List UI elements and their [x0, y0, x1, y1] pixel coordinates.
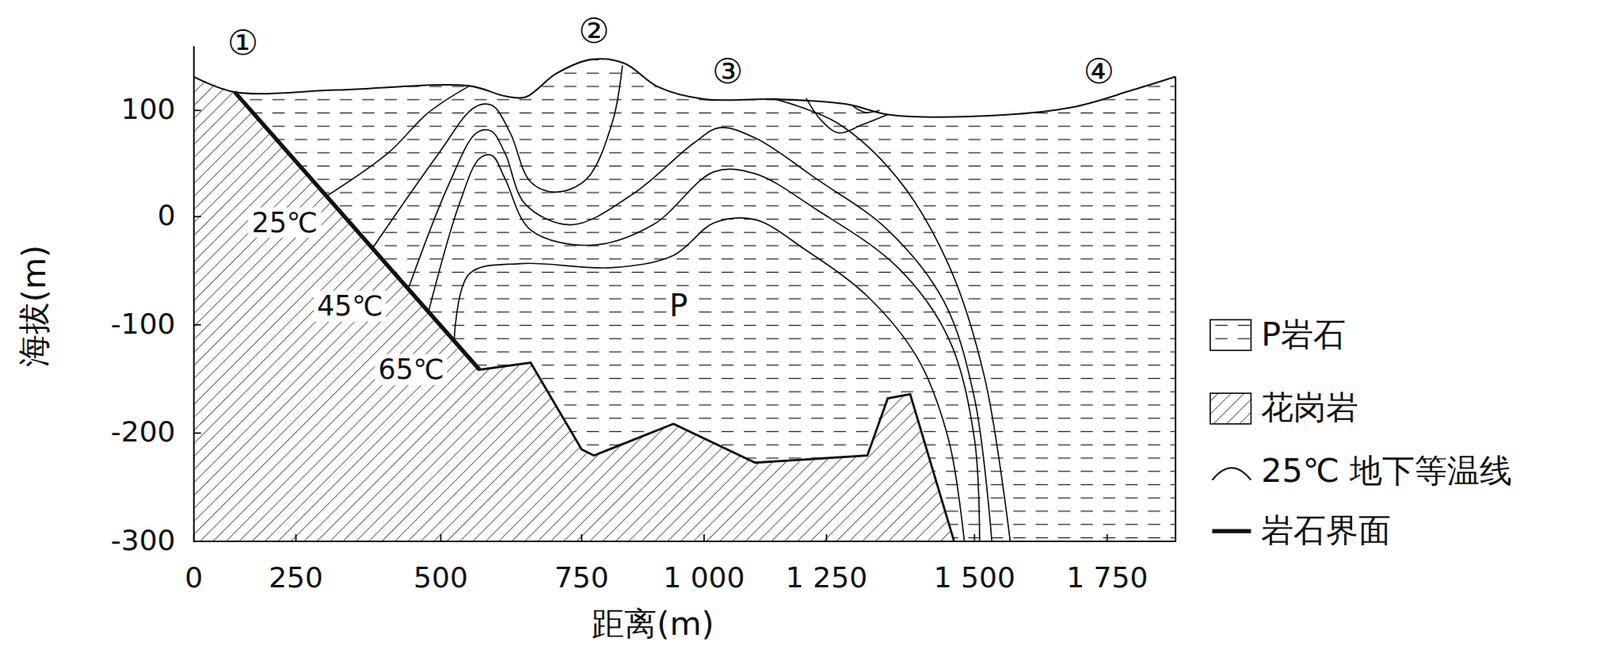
tick-label: 500	[413, 563, 469, 595]
rock-interface	[234, 91, 954, 541]
tick-label: 0	[157, 201, 176, 232]
isotherm-line	[428, 154, 980, 541]
axes	[194, 45, 1176, 541]
callout-number: ①	[227, 24, 259, 61]
legend-samples	[1210, 319, 1252, 531]
tick-label: 1 750	[1066, 563, 1148, 595]
y-tick	[194, 323, 202, 326]
x-tick	[580, 533, 583, 541]
rock-interface-bold	[234, 91, 480, 370]
axis-title: 海拔(m)	[17, 244, 52, 367]
isotherm-line	[453, 217, 964, 541]
tick-label: 1 000	[662, 563, 745, 595]
p-rock-area	[194, 58, 1176, 541]
y-tick	[194, 431, 202, 434]
callout-number: ③	[712, 53, 743, 90]
x-tick	[973, 533, 976, 541]
axis-frame	[194, 45, 1176, 541]
isotherm-line	[775, 99, 1010, 541]
geology	[194, 58, 1176, 541]
swatch-box	[1210, 319, 1252, 351]
legend-sample	[1210, 319, 1252, 351]
tick-label: 0	[184, 563, 203, 595]
legend-text: 岩石界面	[1260, 513, 1391, 548]
tick-label: 1 250	[785, 563, 868, 595]
x-tick	[826, 533, 828, 541]
legend-sample	[1211, 467, 1251, 480]
isotherm-line	[407, 127, 992, 541]
swatch-ground	[1210, 319, 1252, 351]
tick-label: 100	[121, 95, 176, 126]
ground-surface	[194, 58, 1176, 118]
rock-label: P	[666, 289, 691, 324]
axis-title: 距离(m)	[591, 607, 714, 642]
x-tick	[440, 533, 442, 541]
swatch-isotherm	[1211, 467, 1251, 480]
granite-area	[194, 76, 955, 541]
callout-number: ②	[578, 12, 610, 50]
swatch-ground	[1210, 392, 1252, 424]
legend-sample	[1210, 392, 1252, 424]
tick-label: -100	[110, 309, 176, 340]
legend-text: P岩石	[1260, 317, 1346, 352]
tick-label: -300	[110, 525, 176, 557]
isotherm-line	[806, 98, 888, 134]
y-tick	[194, 109, 202, 111]
y-tick	[194, 215, 202, 218]
granite-ground	[194, 76, 955, 541]
isotherm-line	[372, 65, 623, 249]
swatch-interface	[1211, 528, 1251, 533]
tick-label: 750	[554, 563, 610, 595]
tick-label: 250	[268, 563, 324, 595]
temperature-label: 25℃	[248, 207, 321, 239]
tick-label: 1 500	[933, 563, 1016, 595]
swatch-box	[1210, 392, 1252, 424]
legend-text: 25℃ 地下等温线	[1260, 454, 1513, 489]
legend-text: 花岗岩	[1260, 391, 1359, 426]
x-tick	[295, 533, 298, 541]
callout-number: ④	[1083, 53, 1115, 90]
temperature-label: 65℃	[375, 354, 448, 385]
x-tick	[1106, 533, 1109, 541]
p-rock-ground	[194, 58, 1176, 541]
x-tick	[193, 533, 195, 541]
tick-label: -200	[110, 417, 176, 448]
y-tick	[194, 540, 202, 542]
temperature-label: 45℃	[313, 290, 386, 322]
x-tick	[703, 533, 705, 541]
legend-sample	[1211, 529, 1251, 531]
